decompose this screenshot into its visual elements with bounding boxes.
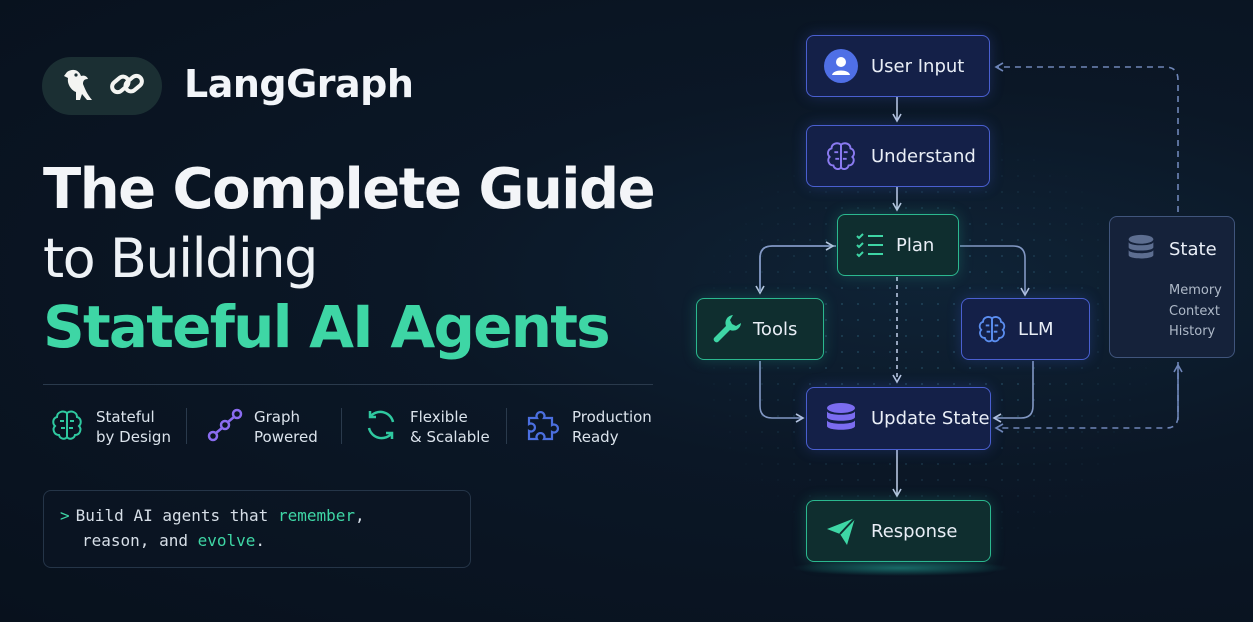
state-item-history: History bbox=[1169, 324, 1216, 339]
terminal-highlight: remember bbox=[277, 506, 355, 525]
node-plan: Plan bbox=[837, 214, 959, 276]
feature-production-line2: Ready bbox=[572, 428, 619, 446]
state-title: State bbox=[1169, 239, 1217, 260]
state-item-memory: Memory bbox=[1169, 283, 1222, 298]
refresh-icon bbox=[362, 406, 400, 448]
terminal-text: Build AI agents that bbox=[75, 506, 278, 525]
terminal-text: , bbox=[355, 506, 365, 525]
parrot-icon bbox=[57, 62, 101, 110]
database-icon bbox=[821, 401, 861, 437]
terminal-text: reason, and bbox=[82, 531, 198, 550]
node-response: Response bbox=[806, 500, 991, 562]
terminal-line-1: > Build AI agents that remember, bbox=[60, 506, 365, 525]
node-understand: Understand bbox=[806, 125, 990, 187]
feature-production: Production Ready bbox=[524, 404, 652, 450]
brain-icon bbox=[972, 312, 1012, 346]
node-update-state: Update State bbox=[806, 387, 991, 450]
terminal-highlight: evolve bbox=[197, 531, 256, 550]
feature-flexible: Flexible & Scalable bbox=[362, 404, 490, 450]
terminal-text: . bbox=[255, 531, 266, 550]
node-label: LLM bbox=[1018, 318, 1054, 340]
link-icon bbox=[107, 64, 147, 108]
brain-icon bbox=[48, 406, 86, 448]
state-items: Memory Context History bbox=[1169, 281, 1222, 343]
feature-separator bbox=[506, 408, 507, 444]
graph-nodes-icon bbox=[206, 406, 244, 448]
node-label: Response bbox=[871, 520, 958, 542]
terminal-line-2: reason, and evolve. bbox=[82, 531, 265, 550]
feature-separator bbox=[186, 408, 187, 444]
send-icon bbox=[821, 513, 861, 549]
feature-separator bbox=[341, 408, 342, 444]
node-llm: LLM bbox=[961, 298, 1090, 360]
brand-name: LangGraph bbox=[184, 62, 414, 106]
node-user-input: User Input bbox=[806, 35, 990, 97]
edge-tools-update bbox=[759, 361, 805, 423]
node-label: User Input bbox=[871, 55, 965, 77]
feature-graph-line1: Graph bbox=[254, 408, 301, 426]
feature-stateful: Stateful by Design bbox=[48, 404, 171, 450]
edge-state-input bbox=[994, 62, 1179, 212]
edge-plan-llm bbox=[960, 245, 1030, 297]
checklist-icon bbox=[850, 228, 890, 262]
response-glow bbox=[790, 560, 1010, 576]
node-label: Tools bbox=[753, 318, 798, 340]
logo-badge bbox=[42, 57, 162, 115]
feature-graph: Graph Powered bbox=[206, 404, 318, 450]
feature-stateful-line1: Stateful bbox=[96, 408, 155, 426]
node-label: Update State bbox=[871, 408, 990, 429]
puzzle-icon bbox=[524, 406, 562, 448]
feature-stateful-line2: by Design bbox=[96, 428, 171, 446]
user-icon bbox=[821, 48, 861, 84]
node-label: Plan bbox=[896, 234, 935, 256]
node-label: Understand bbox=[871, 145, 976, 167]
feature-graph-line2: Powered bbox=[254, 428, 318, 446]
headline-line-1: The Complete Guide bbox=[43, 157, 656, 222]
wrench-icon bbox=[707, 311, 747, 347]
divider bbox=[43, 384, 653, 385]
prompt-chevron-icon: > bbox=[60, 506, 70, 525]
edge-tools-plan bbox=[759, 241, 835, 292]
terminal-tagline: > Build AI agents that remember, reason, … bbox=[43, 490, 471, 568]
headline-line-2: to Building bbox=[43, 227, 318, 290]
feature-production-line1: Production bbox=[572, 408, 652, 426]
brain-icon bbox=[821, 138, 861, 174]
node-tools: Tools bbox=[696, 298, 824, 360]
feature-flexible-line2: & Scalable bbox=[410, 428, 490, 446]
node-state: State Memory Context History bbox=[1109, 216, 1235, 358]
state-item-context: Context bbox=[1169, 303, 1220, 319]
feature-flexible-line1: Flexible bbox=[410, 408, 468, 426]
edge-llm-update bbox=[992, 361, 1034, 423]
headline-line-3: Stateful AI Agents bbox=[43, 293, 611, 361]
database-icon bbox=[1126, 233, 1156, 269]
edge-plan-tools bbox=[755, 245, 836, 295]
